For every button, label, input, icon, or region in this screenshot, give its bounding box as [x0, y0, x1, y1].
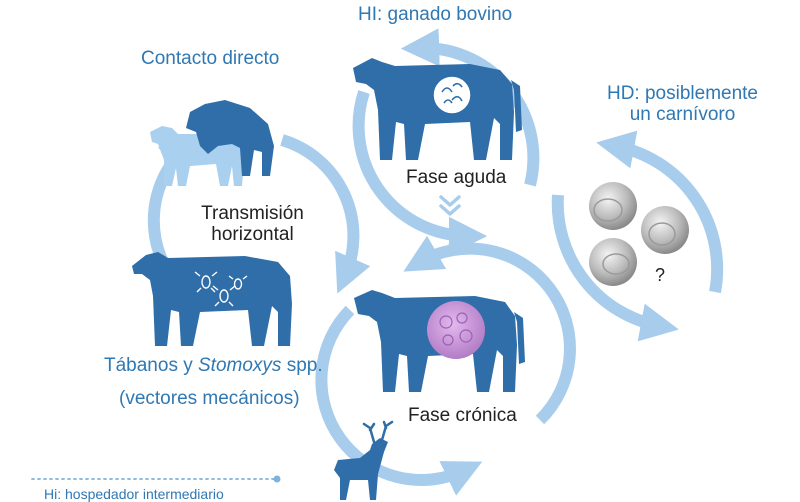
oocyst-icon-2 — [641, 206, 689, 254]
intermediate-host-label: HI: ganado bovino — [358, 4, 513, 25]
mechanical-vectors-label: (vectores mecánicos) — [119, 388, 300, 409]
definitive-host-cycle — [551, 130, 724, 342]
definitive-host-line1: HD: posiblemente — [606, 83, 759, 104]
fly-icon-1 — [194, 271, 218, 293]
cow-acute-phase-icon — [353, 58, 522, 160]
vectors-label: Tábanos y Stomoxys spp. — [104, 355, 323, 377]
bottom-arc-outer — [403, 235, 576, 425]
horizontal-transmission-label: Transmisión horizontal — [190, 203, 315, 246]
oocyst-icon-3 — [589, 238, 637, 286]
cow-vectors-icon — [132, 252, 292, 346]
oocyst-icons — [589, 182, 689, 286]
left-cycle-arc-right — [280, 134, 371, 294]
chronic-phase-cycle — [315, 235, 576, 496]
definitive-host-label: HD: posiblemente un carnívoro — [600, 83, 765, 126]
bull-icon — [186, 100, 274, 176]
unknown-host-question-mark: ? — [655, 265, 666, 285]
deer-icon — [334, 420, 394, 500]
top-arc-inner — [352, 90, 488, 256]
horizontal-transmission-line1: Transmisión — [201, 203, 304, 224]
horizontal-transmission-line2: horizontal — [211, 223, 294, 245]
fly-icon-3 — [228, 275, 248, 290]
fly-icons — [194, 271, 248, 307]
vectors-label-genus: Stomoxys — [198, 355, 282, 376]
parasite-tachyzoite-icon — [432, 75, 472, 115]
footer-dotted-line — [31, 475, 281, 483]
double-chevron-icon — [439, 195, 461, 216]
fly-icon-2 — [212, 285, 236, 307]
bottom-arc-inner — [315, 305, 483, 496]
chronic-phase-label: Fase crónica — [408, 405, 517, 426]
footer-note: Hi: hospedador intermediario — [44, 486, 224, 502]
right-arc-inner — [551, 194, 679, 342]
vectors-label-prefix: Tábanos y — [104, 355, 198, 376]
acute-phase-label: Fase aguda — [406, 167, 507, 188]
oocyst-icon-1 — [589, 182, 637, 230]
tissue-cyst-icon — [427, 301, 485, 359]
direct-contact-label: Contacto directo — [141, 48, 280, 69]
definitive-host-line2: un carnívoro — [629, 103, 736, 125]
right-arc-outer — [596, 130, 724, 294]
vectors-label-suffix: spp. — [281, 355, 323, 376]
